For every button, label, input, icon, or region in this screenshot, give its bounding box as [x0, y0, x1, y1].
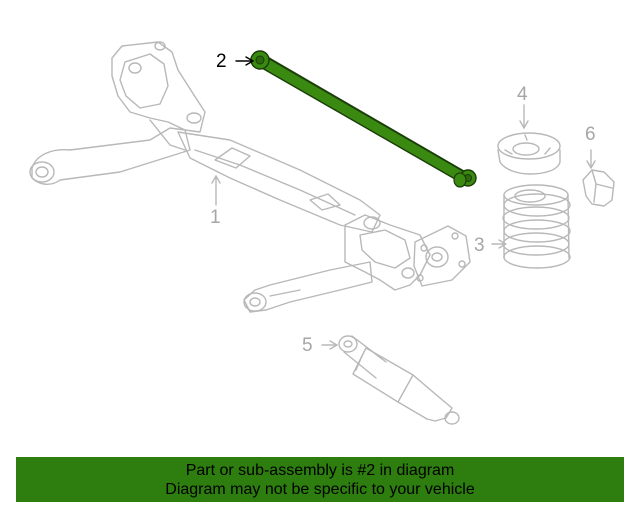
trailing-arm-rod-icon[interactable] — [250, 50, 477, 188]
callout-arrow-2 — [235, 56, 255, 66]
callout-number-3: 3 — [474, 235, 485, 256]
parts-diagram — [29, 41, 615, 425]
callout-arrows — [211, 104, 596, 350]
shock-absorber-icon[interactable] — [338, 335, 460, 425]
bump-stop-icon[interactable] — [582, 169, 615, 207]
spring-seat-icon[interactable] — [497, 132, 561, 175]
rear-axle-beam-icon[interactable] — [29, 41, 471, 313]
callout-number-5: 5 — [302, 335, 313, 356]
footer-line-2: Diagram may not be specific to your vehi… — [165, 481, 475, 498]
footer-line-1: Part or sub-assembly is #2 in diagram — [185, 462, 455, 479]
callout-number-2: 2 — [216, 51, 227, 72]
callout-number-1: 1 — [210, 207, 221, 228]
footer-banner: Part or sub-assembly is #2 in diagram Di… — [16, 457, 624, 502]
coil-spring-icon[interactable] — [502, 184, 571, 269]
callout-number-4: 4 — [517, 84, 528, 105]
callout-number-6: 6 — [585, 124, 596, 145]
